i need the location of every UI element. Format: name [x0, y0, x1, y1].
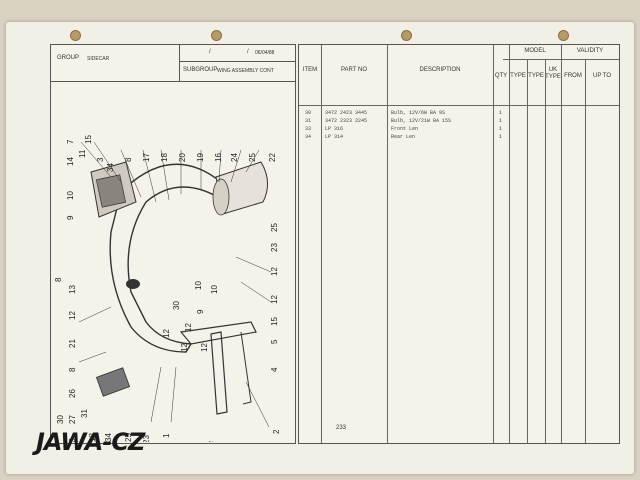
callout-number: 5 [270, 339, 279, 344]
callout-number: 34 [106, 163, 115, 172]
callout-number: 15 [84, 135, 93, 144]
callout-number: 11 [78, 149, 87, 158]
table-row: 30 3472 2423 3445 Bulb, 12V/6W BA 9S 1 [305, 110, 503, 116]
callout-number: 10 [66, 191, 75, 200]
callout-number: 1 [162, 433, 171, 438]
callouts-middle: 10 30 12 9 12 12 12 10 [162, 281, 219, 352]
callout-number: 12 [88, 433, 97, 442]
bracket-leg [210, 331, 228, 415]
callout-number: 12 [184, 323, 193, 332]
callout-number: 4 [270, 367, 279, 372]
callout-number: 13 [68, 285, 77, 294]
callout-number: 19 [196, 153, 205, 162]
header-divider [299, 105, 619, 106]
subgroup-value: WING ASSEMBLY CONT [217, 68, 274, 74]
bracket-arm [179, 321, 257, 345]
exploded-diagram: 7 14 11 15 3 34 8 17 18 20 19 16 24 25 2… [54, 135, 281, 442]
callout-number: 23 [142, 435, 151, 442]
figure-code: 2112 [209, 440, 215, 442]
callout-number: 24 [230, 153, 239, 162]
callout-number: 12 [180, 343, 189, 352]
callout-number: 21 [68, 339, 77, 348]
bracket-strut [240, 331, 252, 405]
callout-number: 13 [68, 438, 77, 442]
col-type: TYPE [510, 73, 526, 79]
col-up-to: UP TO [592, 73, 611, 79]
col-validity: VALIDITY [576, 48, 604, 54]
callout-number: 7 [66, 139, 75, 144]
callout-number: 18 [160, 153, 169, 162]
callout-number: 9 [196, 309, 205, 314]
table-row: 33 LP 316 Front Len 1 [305, 126, 503, 132]
callout-number: 12 [270, 267, 279, 276]
callout-number: 25 [270, 223, 279, 232]
callout-number: 14 [66, 157, 75, 166]
leader-lines [78, 141, 272, 428]
callout-number: 10 [210, 285, 219, 294]
callouts-top: 7 14 11 15 3 34 8 17 18 20 19 16 24 25 2… [66, 135, 277, 172]
slash: / [247, 49, 249, 55]
binder-hole [211, 30, 222, 41]
date: 06/04/88 [255, 50, 275, 56]
diagram-panel: GROUP SIDECAR / / 06/04/88 SUBGROUP WING… [50, 44, 296, 444]
reflector [126, 279, 140, 289]
subgroup-label: SUBGROUP [183, 67, 218, 73]
callout-number: 2 [272, 429, 281, 434]
col-from: FROM [564, 73, 582, 79]
callout-number: 22 [268, 153, 277, 162]
callout-number: 34 [104, 433, 113, 442]
catalog-page: GROUP SIDECAR / / 06/04/88 SUBGROUP WING… [6, 22, 634, 474]
diagram-header: GROUP SIDECAR / / 06/04/88 SUBGROUP WING… [51, 45, 295, 82]
col-qty: QTY [494, 73, 508, 79]
binder-hole [70, 30, 81, 41]
binder-hole [401, 30, 412, 41]
callout-number: 12 [68, 311, 77, 320]
callout-number: 23 [270, 243, 279, 252]
col-description: DESCRIPTION [419, 67, 461, 73]
callout-number: 30 [56, 415, 65, 424]
callout-number: 12 [200, 343, 209, 352]
callout-number: 3 [96, 157, 105, 162]
callout-number: 27 [68, 415, 77, 424]
lamp-lens [95, 174, 127, 208]
col-type: TYPE [528, 73, 544, 79]
binder-hole [558, 30, 569, 41]
callout-number: 12 [270, 295, 279, 304]
slash: / [209, 49, 211, 55]
col-model: MODEL [524, 48, 546, 54]
callout-number: 25 [124, 433, 133, 442]
callout-number: 20 [178, 153, 187, 162]
group-value: SIDECAR [87, 56, 110, 62]
callout-number: 8 [68, 367, 77, 372]
callout-number: 8 [54, 277, 63, 282]
callout-number: 17 [142, 153, 151, 162]
callout-number: 9 [66, 215, 75, 220]
group-label: GROUP [57, 55, 80, 61]
callout-number: 8 [124, 157, 133, 162]
col-item: ITEM [302, 67, 318, 73]
callout-number: 16 [214, 153, 223, 162]
callout-number: 25 [248, 153, 257, 162]
callout-number: 26 [68, 389, 77, 398]
rear-light-cap [212, 178, 230, 216]
page-number: 233 [336, 425, 347, 431]
callout-number: 10 [194, 281, 203, 290]
callouts-right: 25 23 12 12 15 5 4 2 [270, 223, 281, 434]
callouts-left: 10 9 8 13 12 21 8 26 30 27 31 13 12 34 2… [54, 191, 171, 442]
parts-table: ITEM PART NO DESCRIPTION QTY MODEL TYPE … [298, 44, 620, 444]
brand-logo: JAWA-CZ [36, 428, 145, 456]
side-lamp [95, 367, 131, 397]
callout-number: 31 [80, 409, 89, 418]
callout-number: 12 [162, 329, 171, 338]
callout-number: 15 [270, 317, 279, 326]
table-row: 31 3472 2323 2245 Bulb, 12V/21W BA 15S 1 [305, 118, 503, 124]
table-row: 34 LP 314 Rear Len 1 [305, 134, 503, 140]
col-part-no: PART NO [340, 67, 367, 73]
callout-number: 30 [172, 301, 181, 310]
col-uk-type: UK TYPE [545, 67, 561, 80]
